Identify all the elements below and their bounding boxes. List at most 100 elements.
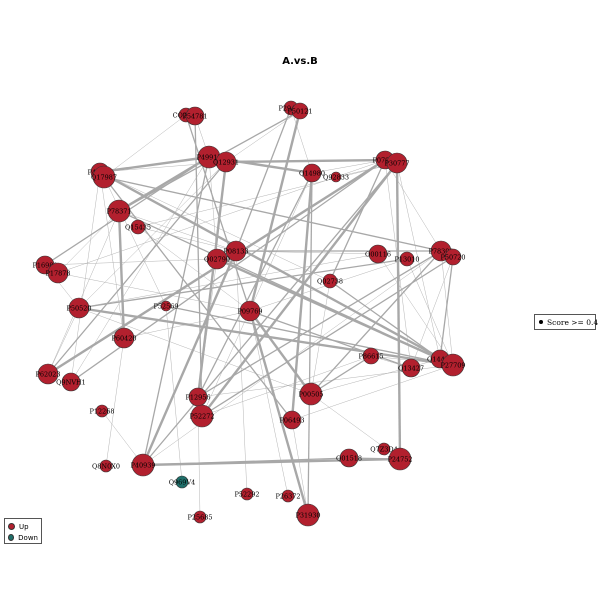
up-swatch-icon bbox=[8, 523, 15, 530]
figure-title: A.vs.B bbox=[282, 56, 318, 67]
node-circle bbox=[339, 448, 359, 468]
node-P06493[interactable]: P06493 bbox=[279, 410, 305, 430]
node-P17878[interactable]: P17878 bbox=[45, 262, 71, 284]
node-Q17987[interactable]: Q17987 bbox=[91, 165, 117, 189]
edge-P30777-P40939 bbox=[142, 162, 398, 466]
edge-Q02738-P00505 bbox=[310, 280, 331, 395]
node-Q7Z3D4[interactable]: Q7Z3D4 bbox=[370, 442, 398, 456]
node-label: P30777 bbox=[384, 159, 409, 167]
edge-layer bbox=[44, 107, 454, 518]
node-P30777[interactable]: P30777 bbox=[384, 152, 410, 174]
node-circle bbox=[401, 358, 421, 378]
node-label: P52292 bbox=[234, 490, 259, 498]
node-P24752[interactable]: P24752 bbox=[387, 447, 413, 471]
node-P60420[interactable]: P60420 bbox=[111, 327, 137, 349]
edge-O00116-P27709 bbox=[377, 253, 454, 366]
node-P25685[interactable]: P25685 bbox=[187, 510, 213, 524]
node-circle bbox=[99, 459, 113, 473]
node-circle bbox=[441, 353, 465, 377]
node-circle bbox=[322, 273, 338, 289]
legend-item-down: Down bbox=[8, 532, 38, 543]
node-circle bbox=[37, 363, 59, 385]
edge-P17878-P09769 bbox=[57, 272, 251, 312]
node-P54781[interactable]: P54781 bbox=[182, 106, 208, 126]
edge-P60420-P09769 bbox=[123, 310, 251, 339]
node-O00116[interactable]: O00116 bbox=[365, 244, 391, 264]
node-circle bbox=[299, 382, 323, 406]
edge-P29401-Q14980 bbox=[290, 107, 313, 174]
node-label: P06493 bbox=[279, 416, 304, 424]
node-Q02738[interactable]: Q02738 bbox=[317, 273, 343, 289]
node-label: P25685 bbox=[187, 513, 212, 521]
node-Q01518[interactable]: Q01518 bbox=[336, 448, 362, 468]
edge-Q9NVH1-P07900 bbox=[70, 159, 386, 383]
node-circle bbox=[282, 410, 302, 430]
node-P26372[interactable]: P26372 bbox=[275, 489, 301, 503]
node-P13010[interactable]: P13010 bbox=[394, 251, 420, 267]
node-Q969V4[interactable]: Q969V4 bbox=[169, 475, 196, 489]
node-circle bbox=[291, 102, 309, 120]
node-circle bbox=[239, 300, 261, 322]
edge-P86615-P00505 bbox=[310, 355, 372, 395]
node-P86615[interactable]: P86615 bbox=[358, 347, 384, 365]
node-P78371[interactable]: P78371 bbox=[106, 199, 132, 223]
node-P00505[interactable]: P00505 bbox=[298, 382, 324, 406]
node-P12268[interactable]: P12268 bbox=[89, 404, 115, 418]
node-P50720[interactable]: P50720 bbox=[440, 248, 466, 266]
node-label: Q02790 bbox=[204, 255, 230, 263]
node-circle bbox=[175, 475, 189, 489]
edge-Q9NVH1-P40121 bbox=[70, 171, 101, 383]
node-Q14980[interactable]: Q14980 bbox=[299, 163, 325, 183]
edge-Q969V4-P52569 bbox=[165, 305, 183, 483]
node-Q12931[interactable]: Q12931 bbox=[213, 151, 239, 173]
edge-P62023-Q12931 bbox=[47, 161, 227, 375]
legend-label-down: Down bbox=[18, 533, 38, 542]
node-P50520[interactable]: P50520 bbox=[66, 297, 92, 319]
edge-CO2811-P09769 bbox=[185, 114, 251, 312]
edge-P12956-P78300 bbox=[197, 250, 442, 398]
edge-P78300-P00505 bbox=[310, 250, 442, 395]
edge-P07900-P78300 bbox=[384, 159, 442, 252]
node-Q9NVH1[interactable]: Q9NVH1 bbox=[56, 372, 86, 392]
node-P52272[interactable]: P52272 bbox=[189, 404, 215, 428]
node-Q02790[interactable]: Q02790 bbox=[204, 248, 230, 270]
node-circle bbox=[131, 453, 155, 477]
node-P52569[interactable]: P52569 bbox=[153, 300, 179, 312]
node-label: P54781 bbox=[182, 112, 207, 120]
node-Q13427[interactable]: Q13427 bbox=[398, 358, 424, 378]
node-label: Q02738 bbox=[317, 277, 343, 285]
node-circle bbox=[377, 442, 391, 456]
edge-P52272-Q14980 bbox=[201, 172, 313, 417]
edge-P52292-P08133 bbox=[235, 250, 248, 495]
node-label: Q17987 bbox=[91, 173, 117, 181]
node-circle bbox=[281, 489, 295, 503]
node-Q15435[interactable]: Q15435 bbox=[125, 219, 151, 235]
edge-P16989-Q02790 bbox=[44, 258, 218, 266]
node-circle bbox=[330, 171, 342, 183]
node-Q8N0X0[interactable]: Q8N0X0 bbox=[92, 459, 120, 473]
node-label: Q14416 bbox=[427, 355, 453, 363]
edge-P50720-Q13427 bbox=[410, 256, 454, 369]
node-P40939[interactable]: P40939 bbox=[130, 453, 156, 477]
node-P31930[interactable]: P31930 bbox=[295, 503, 321, 527]
node-P27709[interactable]: P27709 bbox=[440, 353, 466, 377]
node-P08133[interactable]: P08133 bbox=[223, 240, 249, 262]
edge-P17878-P78371 bbox=[57, 210, 120, 274]
node-P09769[interactable]: P09769 bbox=[237, 300, 263, 322]
node-label: Q7Z3D4 bbox=[370, 445, 397, 453]
node-P50121[interactable]: P50121 bbox=[287, 102, 313, 120]
node-circle bbox=[185, 106, 205, 126]
edge-Q12931-P12956 bbox=[196, 161, 228, 398]
edge-P78300-P40939 bbox=[142, 250, 442, 466]
node-P12956[interactable]: P12956 bbox=[185, 387, 211, 407]
down-swatch-icon bbox=[8, 534, 15, 541]
node-label: P17878 bbox=[45, 269, 70, 277]
node-P62023[interactable]: P62023 bbox=[35, 363, 61, 385]
edge-P12956-Q02790 bbox=[197, 258, 218, 398]
node-Q92833[interactable]: Q92833 bbox=[323, 171, 349, 183]
edge-Q15435-P09769 bbox=[137, 226, 251, 312]
node-P52292[interactable]: P52292 bbox=[234, 487, 260, 501]
edge-Q8N0X0-P60420 bbox=[105, 337, 125, 467]
edge-Q17987-P52569 bbox=[103, 176, 167, 307]
node-label: P31930 bbox=[295, 511, 320, 519]
